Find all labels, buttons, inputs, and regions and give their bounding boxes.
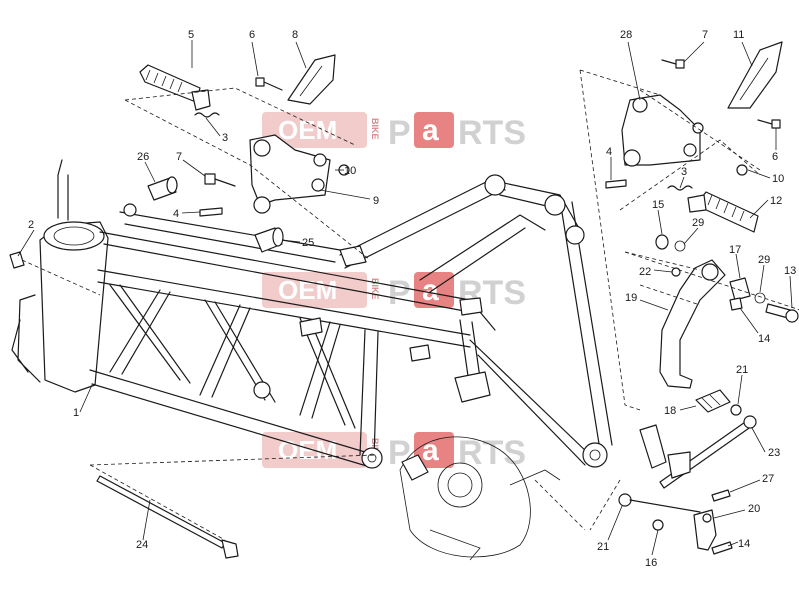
watermark-top: OEM BIKE P a RTS [262,112,526,152]
callout-4: 4 [173,208,179,220]
svg-text:P: P [388,114,411,152]
callout-15: 15 [652,199,664,211]
callout-5: 5 [188,29,194,41]
leader-lines [17,40,793,556]
svg-text:OEM: OEM [278,115,337,145]
callout-29: 29 [692,217,704,229]
callout-27: 27 [762,473,774,485]
callout-18: 18 [664,405,676,417]
callout-9: 9 [373,195,379,207]
callout-25: 25 [302,237,314,249]
callout-20: 20 [748,503,760,515]
callout-23: 23 [768,447,780,459]
callout-19: 19 [625,292,637,304]
callout-21b: 21 [597,541,609,553]
main-frame [11,159,613,469]
callout-11: 11 [733,29,744,41]
callout-6b: 6 [772,151,778,163]
callout-17: 17 [729,244,741,256]
callout-labels: 5 6 8 3 26 7 10 9 4 2 25 1 24 28 7 11 6 … [28,29,796,569]
right-footpeg-group [534,41,799,555]
callout-6: 6 [249,29,255,41]
callout-7b: 7 [702,29,708,41]
callout-13: 13 [784,265,796,277]
callout-22: 22 [639,266,651,278]
callout-29b: 29 [758,254,770,266]
svg-text:a: a [422,274,439,307]
callout-21: 21 [736,364,748,376]
callout-4b: 4 [606,146,612,158]
svg-text:OEM: OEM [278,275,337,305]
svg-text:P: P [388,274,411,312]
left-footpeg-group [9,54,376,541]
callout-12: 12 [770,195,782,207]
callout-28: 28 [620,29,632,41]
callout-14b: 14 [738,538,750,550]
callout-8: 8 [292,29,298,41]
callout-10: 10 [344,165,356,177]
through-bolt-24 [96,475,239,559]
svg-text:OEM: OEM [278,435,337,465]
svg-text:a: a [422,434,439,467]
svg-text:BIKE: BIKE [370,278,380,300]
watermark-bottom: OEM BIKE P a RTS [262,432,526,472]
callout-2: 2 [28,219,34,231]
callout-24: 24 [136,539,148,551]
svg-text:RTS: RTS [458,434,526,472]
engine-outline [399,436,561,561]
callout-3: 3 [222,132,228,144]
svg-text:RTS: RTS [458,114,526,152]
callout-14: 14 [758,333,770,345]
svg-text:a: a [422,114,439,147]
callout-3b: 3 [681,166,687,178]
callout-7: 7 [176,151,182,163]
callout-16: 16 [645,557,657,569]
callout-10b: 10 [772,173,784,185]
callout-26: 26 [137,151,149,163]
callout-1: 1 [73,407,79,419]
svg-text:BIKE: BIKE [370,118,380,140]
